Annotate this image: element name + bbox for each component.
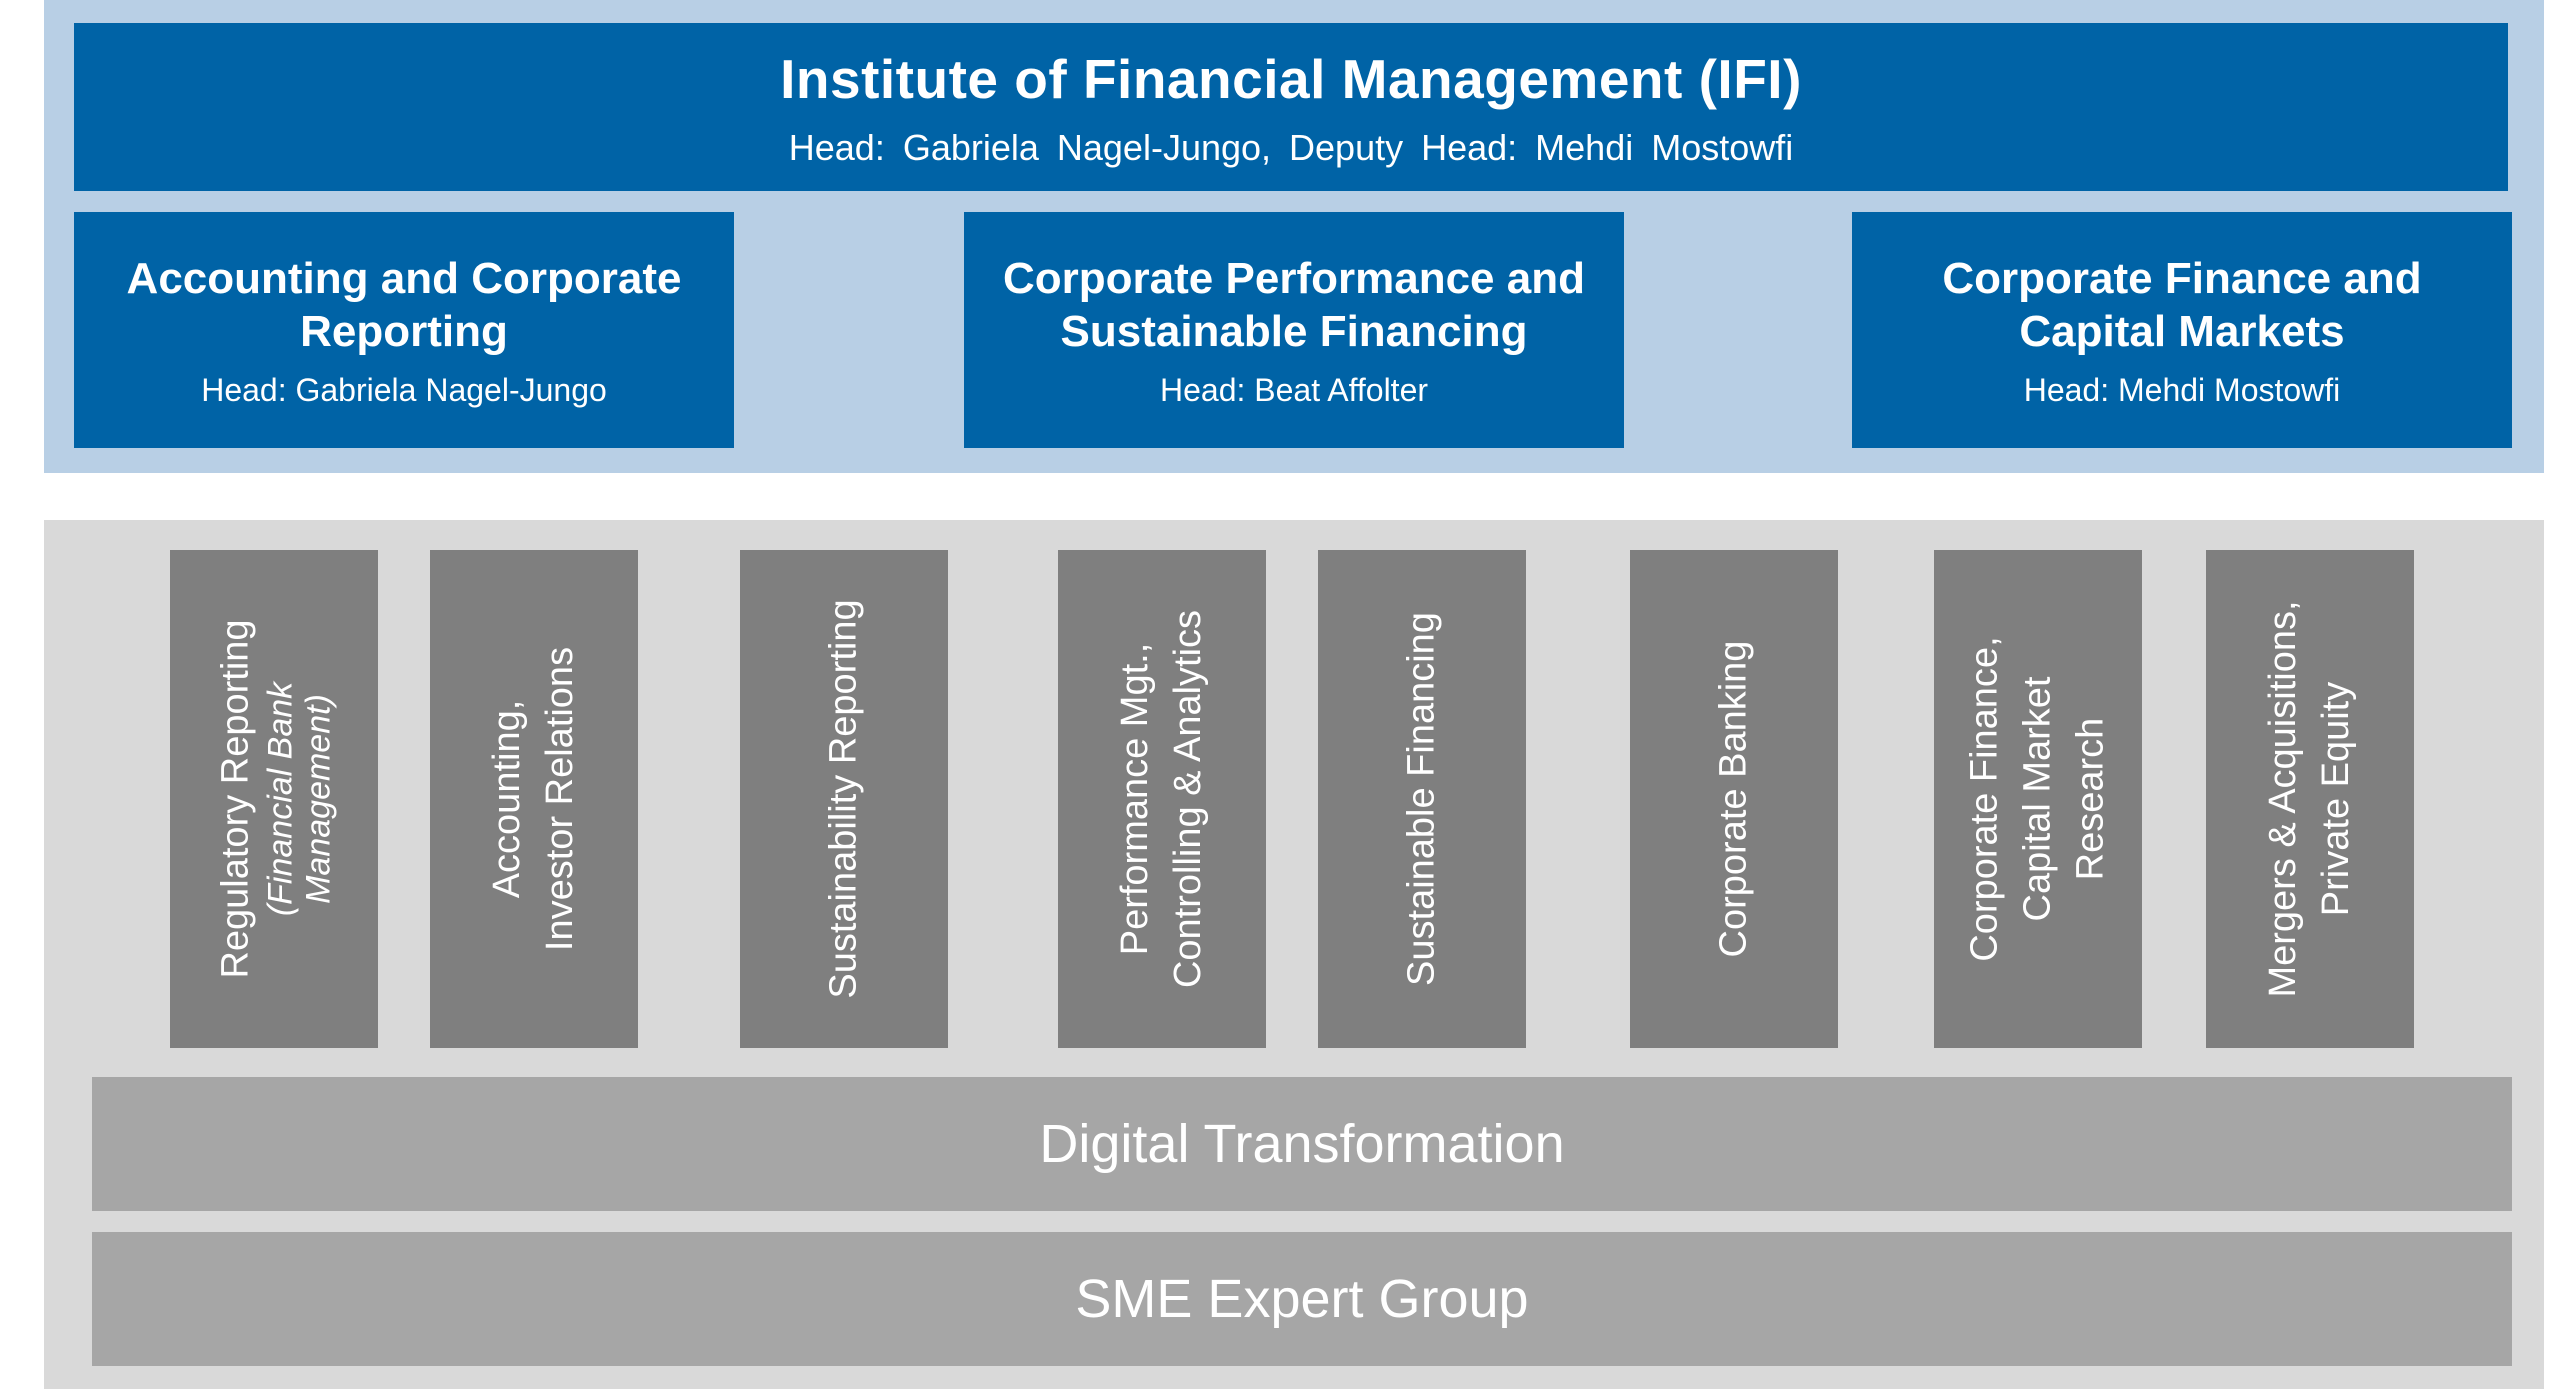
unit-label-line: Corporate Banking xyxy=(1712,640,1755,958)
unit-label-line: Private Equity xyxy=(2315,681,2357,917)
unit-label-line: Sustainability Reporting xyxy=(822,599,865,999)
unit-label-line: Controlling & Analytics xyxy=(1167,609,1209,989)
unit-sustainability-reporting: Sustainability Reporting xyxy=(740,550,948,1048)
unit-label-line: Regulatory Reporting xyxy=(214,619,257,979)
unit-label-line: Capital Market xyxy=(2016,676,2059,922)
unit-mergers-private-equity: Mergers & Acquisitions, Private Equity xyxy=(2206,550,2414,1048)
unit-corporate-banking: Corporate Banking xyxy=(1630,550,1838,1048)
unit-label-line: Management) xyxy=(299,694,338,904)
unit-regulatory-reporting: Regulatory Reporting (Financial Bank Man… xyxy=(170,550,378,1048)
department-title: Accounting and Corporate Reporting xyxy=(126,254,682,356)
unit-accounting-investor-relations: Accounting, Investor Relations xyxy=(430,550,638,1048)
digital-transformation-bar: Digital Transformation xyxy=(92,1077,2512,1211)
unit-corporate-finance-research: Corporate Finance, Capital Market Resear… xyxy=(1934,550,2142,1048)
institute-title: Institute of Financial Management (IFI) xyxy=(780,48,1802,110)
unit-label-line: Corporate Finance, xyxy=(1963,636,2006,962)
unit-label-line: Investor Relations xyxy=(539,646,581,952)
institute-heads: Head: Gabriela Nagel-Jungo, Deputy Head:… xyxy=(788,127,1794,168)
unit-label-line: Research xyxy=(2069,717,2112,881)
unit-sustainable-financing: Sustainable Financing xyxy=(1318,550,1526,1048)
institute-header: Institute of Financial Management (IFI) … xyxy=(74,23,2508,191)
department-finance: Corporate Finance and Capital Markets He… xyxy=(1852,212,2512,448)
unit-performance-controlling: Performance Mgt., Controlling & Analytic… xyxy=(1058,550,1266,1048)
department-accounting: Accounting and Corporate Reporting Head:… xyxy=(74,212,734,448)
unit-label-line: (Financial Bank xyxy=(261,681,300,917)
department-title: Corporate Finance and Capital Markets xyxy=(1942,254,2422,356)
unit-label-line: Mergers & Acquisitions, xyxy=(2262,600,2304,998)
department-performance: Corporate Performance and Sustainable Fi… xyxy=(964,212,1624,448)
unit-label-line: Performance Mgt., xyxy=(1114,642,1156,956)
department-head: Head: Gabriela Nagel-Jungo xyxy=(201,372,607,408)
unit-label-line: Accounting, xyxy=(486,699,528,899)
sme-expert-group-bar: SME Expert Group xyxy=(92,1232,2512,1366)
department-title: Corporate Performance and Sustainable Fi… xyxy=(1003,254,1585,356)
department-head: Head: Beat Affolter xyxy=(1159,372,1429,408)
department-head: Head: Mehdi Mostowfi xyxy=(2023,372,2341,408)
unit-label-line: Sustainable Financing xyxy=(1400,612,1443,986)
